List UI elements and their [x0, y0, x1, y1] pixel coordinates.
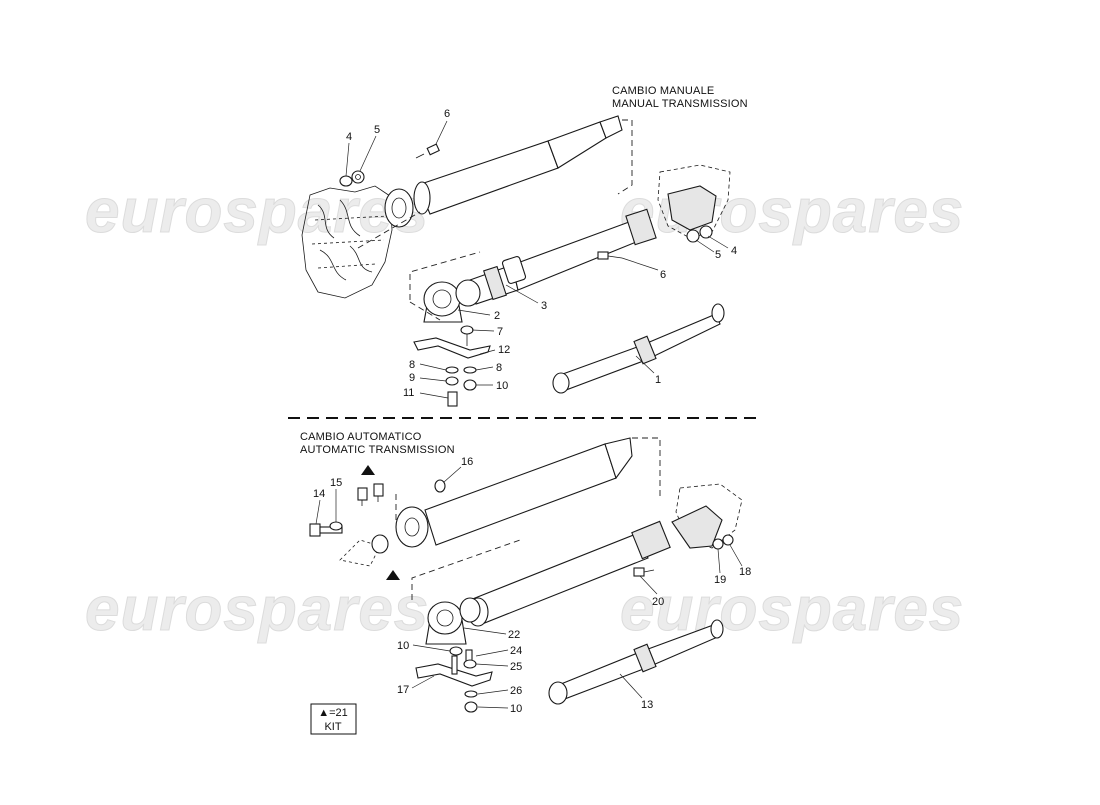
callout-label: 3 — [541, 300, 547, 312]
bolt-pair — [357, 483, 384, 506]
propshaft-upper-auto — [371, 437, 633, 554]
callout-label: 5 — [374, 124, 380, 136]
callouts-automatic: 16 14 15 19 18 20 22 10 24 25 17 26 10 1… — [313, 456, 751, 715]
dash-guide — [409, 301, 441, 321]
callout-label: 4 — [731, 245, 737, 257]
callout-label: 16 — [461, 456, 473, 468]
callout-label: 12 — [498, 344, 510, 356]
callout-label: 11 — [403, 387, 414, 399]
callout-label: 5 — [715, 249, 721, 261]
kit-marker-icon — [361, 465, 375, 475]
callout-label: 10 — [397, 640, 409, 652]
callout-label: 17 — [397, 684, 409, 696]
callout-label: 24 — [510, 645, 522, 657]
callout-label: 22 — [508, 629, 520, 641]
callout-label: 10 — [510, 703, 522, 715]
bolt — [415, 143, 440, 159]
callout-label: 14 — [313, 488, 325, 500]
callout-label: 8 — [409, 359, 415, 371]
dash-guide — [411, 539, 521, 600]
caption-automatic-en: AUTOMATIC TRANSMISSION — [300, 444, 455, 456]
caption-manual-en: MANUAL TRANSMISSION — [612, 98, 748, 110]
watermark: eurospares eurospares eurospares eurospa… — [85, 177, 964, 645]
callout-label: 10 — [496, 380, 508, 392]
callout-label: 2 — [494, 310, 500, 322]
callout-label: 15 — [330, 477, 342, 489]
gearbox-housing — [301, 185, 393, 299]
dash-guide — [632, 437, 661, 500]
callout-label: 19 — [714, 574, 726, 586]
propshaft-lower — [469, 208, 657, 305]
callout-label: 9 — [409, 372, 415, 384]
automatic-transmission-section: CAMBIO AUTOMATICO AUTOMATIC TRANSMISSION — [300, 431, 743, 735]
differential-housing-auto — [671, 483, 743, 550]
watermark-text: eurospares — [85, 177, 429, 246]
callout-label: 13 — [641, 699, 653, 711]
propshaft-upper — [384, 115, 623, 228]
callout-label: 7 — [497, 326, 503, 338]
kit-marker-icon — [386, 570, 400, 580]
callout-label: 26 — [510, 685, 522, 697]
nut-and-washer — [339, 170, 365, 187]
dash-guide — [617, 119, 633, 195]
caption-automatic-it: CAMBIO AUTOMATICO — [300, 431, 422, 443]
bolt-20 — [633, 567, 655, 577]
caption-manual-it: CAMBIO MANUALE — [612, 85, 714, 97]
callouts-manual: 4 5 6 4 5 6 3 2 7 12 8 8 9 10 11 1 — [345, 108, 737, 399]
bolt-long — [309, 521, 343, 537]
dash-guide — [357, 211, 421, 249]
legend-kit-marker: ▲=21 — [318, 707, 348, 719]
propshaft-complete-auto — [548, 619, 724, 705]
callout-label: 25 — [510, 661, 522, 673]
watermark-text: eurospares — [85, 575, 429, 644]
center-bearing — [423, 279, 481, 323]
mounting-bracket-auto — [415, 646, 493, 713]
callout-label: 8 — [496, 362, 502, 374]
watermark-text: eurospares — [620, 575, 964, 644]
propshaft-complete — [552, 303, 725, 394]
callout-label: 4 — [346, 131, 352, 143]
mounting-bracket — [413, 325, 491, 407]
legend-box: ▲=21 KIT — [310, 703, 357, 735]
manual-transmission-section: CAMBIO MANUALE MANUAL TRANSMISSION — [301, 85, 748, 407]
center-bearing-auto — [425, 597, 481, 645]
callout-label: 6 — [444, 108, 450, 120]
callout-label: 18 — [739, 566, 751, 578]
callout-label: 6 — [660, 269, 666, 281]
bolt-right — [597, 251, 623, 260]
nut-pair-right — [686, 225, 713, 243]
legend-kit-label: KIT — [324, 721, 341, 733]
callout-label: 1 — [655, 374, 661, 386]
callout-label: 20 — [652, 596, 664, 608]
